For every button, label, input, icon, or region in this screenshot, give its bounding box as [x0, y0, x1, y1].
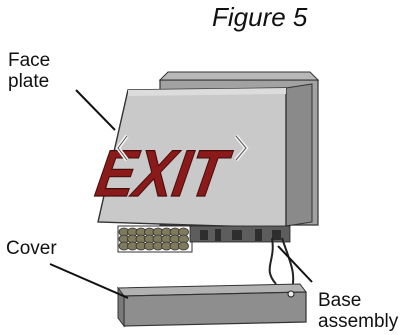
battery-pack	[117, 225, 193, 253]
base-assembly-leader	[277, 245, 313, 283]
leader-lines	[49, 89, 313, 299]
cover-label: Cover	[6, 238, 57, 259]
wires	[268, 237, 295, 291]
face-plate-label-line1: Face	[8, 50, 51, 71]
chevron-left-icon	[115, 134, 129, 162]
cover-leader	[49, 263, 129, 299]
base-assembly-label-line2: assembly	[318, 311, 399, 332]
face-plate: EXIT	[90, 87, 287, 229]
circuit-board	[189, 225, 291, 243]
base-assembly-label-line1: Base	[318, 290, 362, 311]
face-plate-label: Face plate	[8, 50, 50, 92]
base-assembly-label: Base assembly	[318, 290, 398, 332]
chevron-right-icon	[234, 134, 249, 162]
cover	[117, 283, 307, 328]
face-plate-label-line2: plate	[8, 71, 50, 92]
figure-title: Figure 5	[212, 2, 308, 32]
face-plate-leader	[75, 89, 116, 131]
battery-cell	[178, 241, 189, 251]
exit-sign-text: EXIT	[91, 137, 237, 210]
